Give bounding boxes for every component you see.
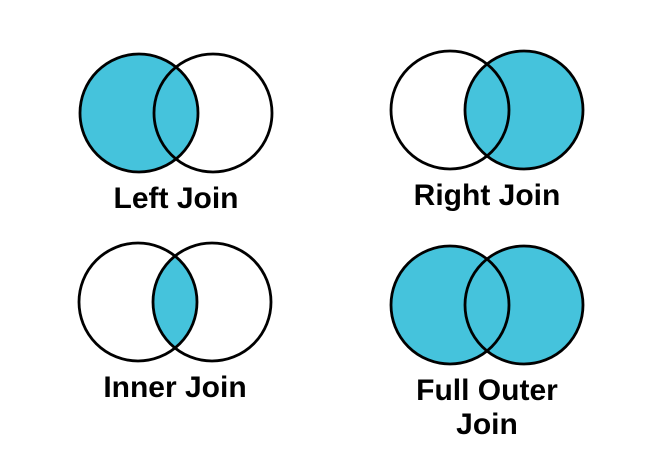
left-join-figure: Left Join (56, 50, 296, 216)
inner-join-venn-diagram (77, 241, 273, 363)
intersection-fill (154, 54, 198, 172)
left-circle-outline (77, 241, 199, 363)
left-circle-outline (78, 52, 200, 174)
left-circle-outline (389, 244, 511, 366)
right-circle-outline (463, 244, 585, 366)
right-join-figure: Right Join (367, 47, 607, 213)
right-join-label: Right Join (413, 179, 561, 212)
intersection-fill (465, 51, 509, 169)
inner-join-figure: Inner Join (55, 239, 295, 405)
full-outer-join-venn-diagram (389, 244, 585, 366)
right-circle-outline (463, 49, 585, 171)
left-join-label: Left Join (113, 182, 239, 215)
full-outer-join-label: Full Outer Join (416, 374, 558, 441)
left-join-venn-diagram (78, 52, 274, 174)
full-outer-join-figure: Full Outer Join (367, 242, 607, 442)
intersection-fill (153, 243, 197, 361)
right-circle-outline (151, 241, 273, 363)
intersection-fill (465, 246, 509, 364)
right-circle-outline (152, 52, 274, 174)
left-circle-outline (389, 49, 511, 171)
inner-join-label: Inner Join (103, 371, 247, 404)
right-join-venn-diagram (389, 49, 585, 171)
